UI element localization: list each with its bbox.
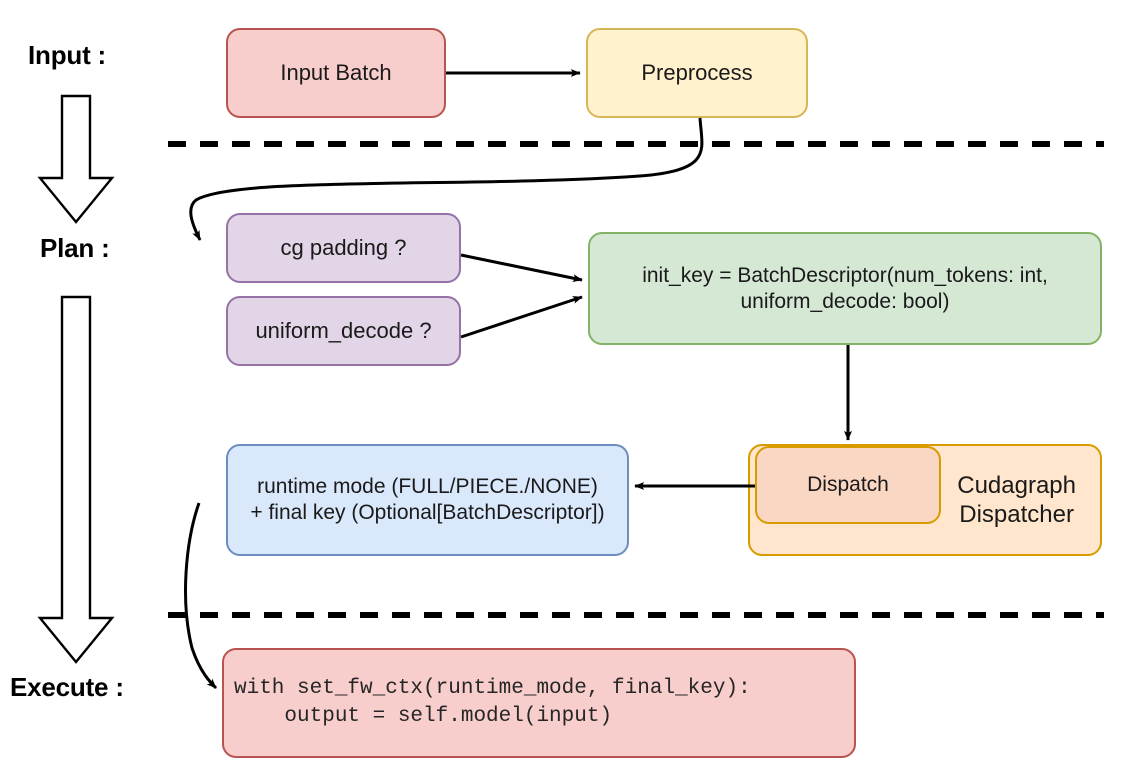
stage-label-input: Input :	[28, 40, 107, 70]
node-cg-padding-label: cg padding ?	[280, 234, 407, 260]
stage-label-plan: Plan :	[40, 233, 110, 263]
node-uniform-decode[interactable]: uniform_decode ?	[226, 296, 461, 366]
node-uniform-decode-label: uniform_decode ?	[255, 317, 432, 343]
node-execute-code-text: with set_fw_ctx(runtime_mode, final_key)…	[234, 676, 751, 728]
node-dispatch-label: Dispatch	[807, 473, 889, 497]
connector-uniform-decode-to-init-key	[460, 295, 583, 339]
node-runtime-mode[interactable]: runtime mode (FULL/PIECE./NONE) + final …	[226, 444, 629, 556]
node-dispatch[interactable]: Dispatch	[755, 446, 941, 524]
node-cg-padding[interactable]: cg padding ?	[226, 213, 461, 283]
node-input-batch-label: Input Batch	[280, 59, 392, 85]
node-runtime-mode-label: runtime mode (FULL/PIECE./NONE) + final …	[250, 475, 605, 524]
connector-runtime-mode-to-execute	[184, 502, 218, 690]
connector-cg-padding-to-init-key	[460, 253, 583, 283]
stage-arrow-plan-to-execute	[37, 295, 115, 664]
node-input-batch[interactable]: Input Batch	[226, 28, 446, 118]
stage-label-execute: Execute :	[10, 672, 124, 702]
node-init-key[interactable]: init_key = BatchDescriptor(num_tokens: i…	[588, 232, 1102, 345]
node-init-key-label: init_key = BatchDescriptor(num_tokens: i…	[642, 263, 1048, 313]
node-cudagraph-dispatcher-label: Cudagraph Dispatcher	[957, 471, 1076, 528]
node-preprocess[interactable]: Preprocess	[586, 28, 808, 118]
node-preprocess-label: Preprocess	[641, 59, 753, 85]
node-execute-code[interactable]: with set_fw_ctx(runtime_mode, final_key)…	[222, 648, 856, 758]
stage-arrow-input-to-plan	[37, 94, 115, 224]
